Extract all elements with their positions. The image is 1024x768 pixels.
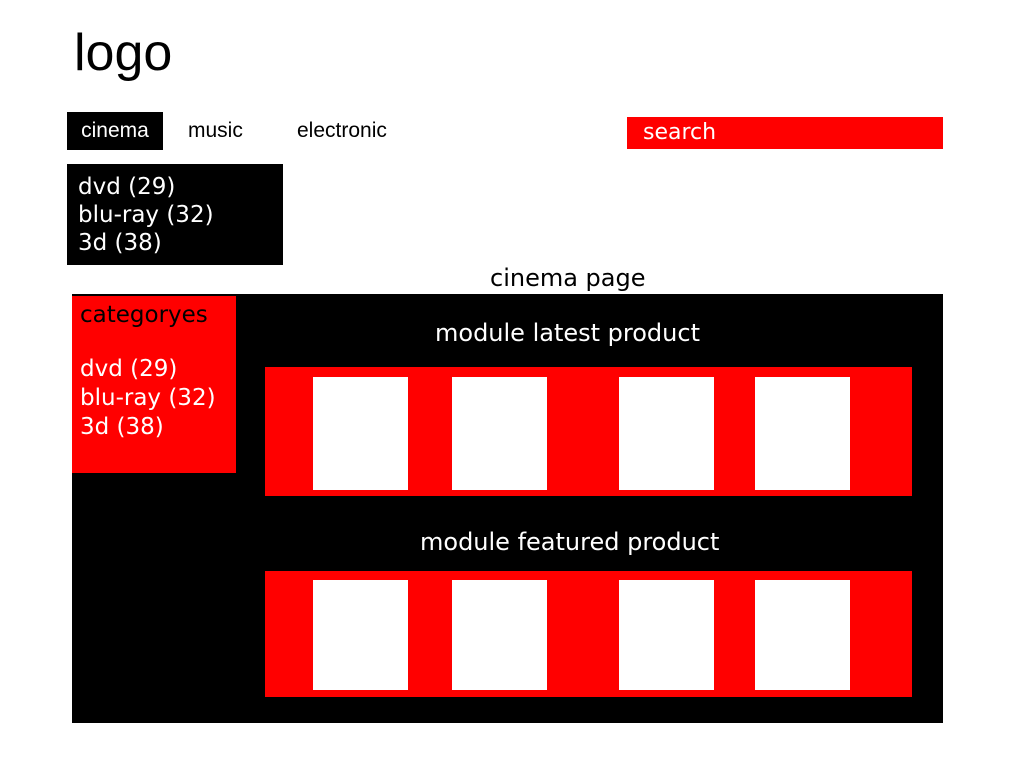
latest-product-placeholder-3[interactable]: [619, 377, 714, 490]
latest-product-placeholder-4[interactable]: [755, 377, 850, 490]
main-content-panel: categoryes dvd (29) blu-ray (32) 3d (38)…: [72, 294, 943, 723]
nav-item-cinema[interactable]: cinema: [67, 112, 163, 150]
module-featured-product-title: module featured product: [420, 528, 720, 556]
latest-product-placeholder-2[interactable]: [452, 377, 547, 490]
dropdown-item-3d[interactable]: 3d (38): [78, 230, 162, 256]
categories-box: categoryes dvd (29) blu-ray (32) 3d (38): [72, 296, 236, 473]
featured-product-placeholder-1[interactable]: [313, 580, 408, 690]
featured-product-band: [265, 571, 912, 697]
category-item-dvd[interactable]: dvd (29): [80, 356, 178, 382]
latest-product-band: [265, 367, 912, 496]
cinema-dropdown-list: dvd (29) blu-ray (32) 3d (38): [67, 164, 283, 257]
category-item-blu-ray[interactable]: blu-ray (32): [80, 385, 216, 411]
latest-product-placeholder-1[interactable]: [313, 377, 408, 490]
logo: logo: [74, 24, 173, 82]
dropdown-item-blu-ray[interactable]: blu-ray (32): [78, 202, 214, 228]
module-latest-product-title: module latest product: [435, 319, 700, 347]
categories-list: dvd (29) blu-ray (32) 3d (38): [72, 355, 236, 442]
dropdown-item-dvd[interactable]: dvd (29): [78, 174, 176, 200]
page-title: cinema page: [490, 264, 646, 292]
category-item-3d[interactable]: 3d (38): [80, 414, 164, 440]
search-placeholder: search: [643, 120, 717, 145]
categories-title: categoryes: [80, 302, 208, 328]
nav-item-electronic[interactable]: electronic: [297, 119, 387, 142]
cinema-dropdown-menu: dvd (29) blu-ray (32) 3d (38): [67, 164, 283, 265]
featured-product-placeholder-3[interactable]: [619, 580, 714, 690]
nav-item-music[interactable]: music: [188, 119, 243, 142]
featured-product-placeholder-4[interactable]: [755, 580, 850, 690]
featured-product-placeholder-2[interactable]: [452, 580, 547, 690]
search-input[interactable]: search: [627, 117, 943, 149]
